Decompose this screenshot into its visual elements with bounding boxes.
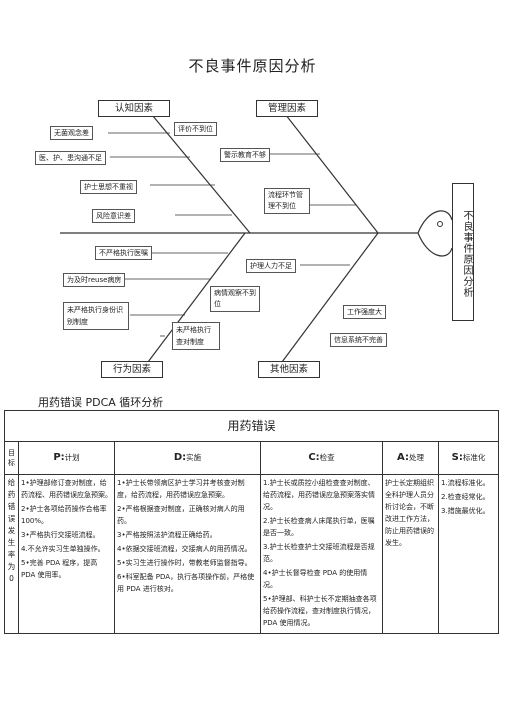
- header-do: D:实施: [114, 441, 261, 475]
- cause-box: 警示教育不够: [220, 148, 270, 162]
- fish-eye: [437, 221, 443, 227]
- table-caption: 用药错误: [3, 410, 500, 442]
- plan-item: 5•完善 PDA 程序，提高 PDA 使用率。: [21, 559, 98, 579]
- header-act-letter: A:: [397, 452, 409, 463]
- do-item: 2•严格根据查对制度，正确核对病人的用药。: [117, 505, 245, 525]
- pdca-table: 用药错误 目标 P:计划 D:实施 C:检查 A:处理 S:标准化 给药错误发生…: [3, 410, 500, 634]
- plan-item: 1•护理部修订查对制度，给药流程、用药错误应急预案。: [21, 479, 112, 499]
- header-act-word: 处理: [408, 453, 424, 462]
- standardize-item: 1.流程标准化。: [441, 479, 490, 487]
- cause-box: 评价不到位: [174, 122, 217, 136]
- plan-item: 2•护士各项给药操作合格率 100%。: [21, 505, 107, 525]
- plan-item: 4.不允许实习生单独操作。: [21, 545, 105, 553]
- goal-cell: 给药错误发生率为0: [4, 474, 19, 634]
- do-item: 6•科室配备 PDA，执行各项操作前，严格使用 PDA 进行核对。: [117, 573, 255, 593]
- cause-box: 护理人力不足: [246, 259, 296, 273]
- cause-box: 病情观察不到位: [210, 286, 260, 312]
- do-item: 4•依据交接班流程，交接病人的用药情况。: [117, 545, 252, 553]
- header-do-letter: D:: [173, 452, 187, 463]
- check-item: 4•护士长督导检查 PDA 的使用情况。: [263, 569, 368, 589]
- check-item: 2.护士长检查病人床尾执行单，医嘱是否一致。: [263, 517, 375, 537]
- cause-box: 无菌观念差: [50, 126, 93, 140]
- cause-box: 未严格执行身份识别制度: [63, 302, 129, 330]
- header-check-letter: C:: [308, 452, 320, 463]
- check-cell: 1.护士长或质控小组检查查对制度、给药流程，用药错误应急预案落实情况。 2.护士…: [260, 474, 383, 634]
- bone-other: [281, 232, 379, 363]
- bone-management: [281, 109, 379, 234]
- header-standardize: S:标准化: [437, 441, 500, 475]
- header-standardize-letter: S:: [451, 452, 463, 463]
- check-item: 1.护士长或质控小组检查查对制度、给药流程，用药错误应急预案落实情况。: [263, 479, 375, 511]
- cause-box: 信息系统不完善: [330, 333, 387, 347]
- header-check: C:检查: [260, 441, 383, 475]
- header-plan: P:计划: [18, 441, 115, 475]
- plan-item: 3•严格执行交接班流程。: [21, 531, 100, 539]
- act-cell: 护士长定期组织全科护理人员分析讨论会，不断改进工作方法，防止用药错误的发生。: [382, 474, 439, 634]
- category-other: 其他因素: [258, 361, 320, 378]
- bone-behavior: [147, 232, 246, 363]
- cause-box: 为及时reuse病房: [63, 273, 126, 287]
- do-item: 5•实习生进行操作时，带教老师监督指导。: [117, 559, 252, 567]
- cause-box: 不严格执行医嘱: [95, 246, 152, 260]
- bone-cognition: [147, 109, 251, 234]
- header-standardize-word: 标准化: [462, 453, 486, 462]
- fish-head-outline: [417, 210, 453, 257]
- header-plan-word: 计划: [64, 453, 80, 462]
- cause-box: 流程环节管理不到位: [264, 188, 310, 214]
- cause-box: 工作强度大: [343, 305, 386, 319]
- do-cell: 1•护士长带领病区护士学习并考核查对制度，给药流程，用药错误应急预案。 2•严格…: [114, 474, 261, 634]
- header-goal: 目标: [4, 441, 19, 475]
- header-check-word: 检查: [319, 453, 335, 462]
- cause-box: 未严格执行查对制度: [172, 322, 220, 350]
- category-behavior: 行为因素: [101, 361, 163, 378]
- cause-box: 护士思想不重视: [80, 180, 137, 194]
- header-do-word: 实施: [186, 453, 202, 462]
- table-row: 给药错误发生率为0 1•护理部修订查对制度，给药流程、用药错误应急预案。 2•护…: [4, 474, 500, 634]
- check-item: 5•护理部、科护士长不定期抽查各项给药操作流程，查对制度执行情况，PDA 使用情…: [263, 595, 377, 627]
- do-item: 3•严格按照法护流程正确给药。: [117, 531, 217, 539]
- do-item: 1•护士长带领病区护士学习并考核查对制度，给药流程，用药错误应急预案。: [117, 479, 245, 499]
- pdca-section-title: 用药错误 PDCA 循环分析: [38, 396, 164, 409]
- standardize-cell: 1.流程标准化。 2.检查经常化。 3.措施最优化。: [437, 474, 500, 634]
- header-plan-letter: P:: [53, 452, 65, 463]
- standardize-item: 3.措施最优化。: [441, 507, 490, 515]
- category-cognition: 认知因素: [98, 100, 170, 117]
- cause-box: 医、护、患沟通不足: [35, 151, 106, 165]
- page-title: 不良事件原因分析: [188, 57, 317, 75]
- plan-cell: 1•护理部修订查对制度，给药流程、用药错误应急预案。 2•护士各项给药操作合格率…: [18, 474, 115, 634]
- fish-head-label: 不良事件原因分析: [452, 183, 474, 321]
- table-header-row: 目标 P:计划 D:实施 C:检查 A:处理 S:标准化: [4, 441, 500, 475]
- category-management: 管理因素: [256, 100, 318, 117]
- cause-box: 风险意识差: [92, 209, 135, 223]
- standardize-item: 2.检查经常化。: [441, 493, 490, 501]
- header-act: A:处理: [382, 441, 439, 475]
- check-item: 3.护士长检查护士交接班流程是否规范。: [263, 543, 375, 563]
